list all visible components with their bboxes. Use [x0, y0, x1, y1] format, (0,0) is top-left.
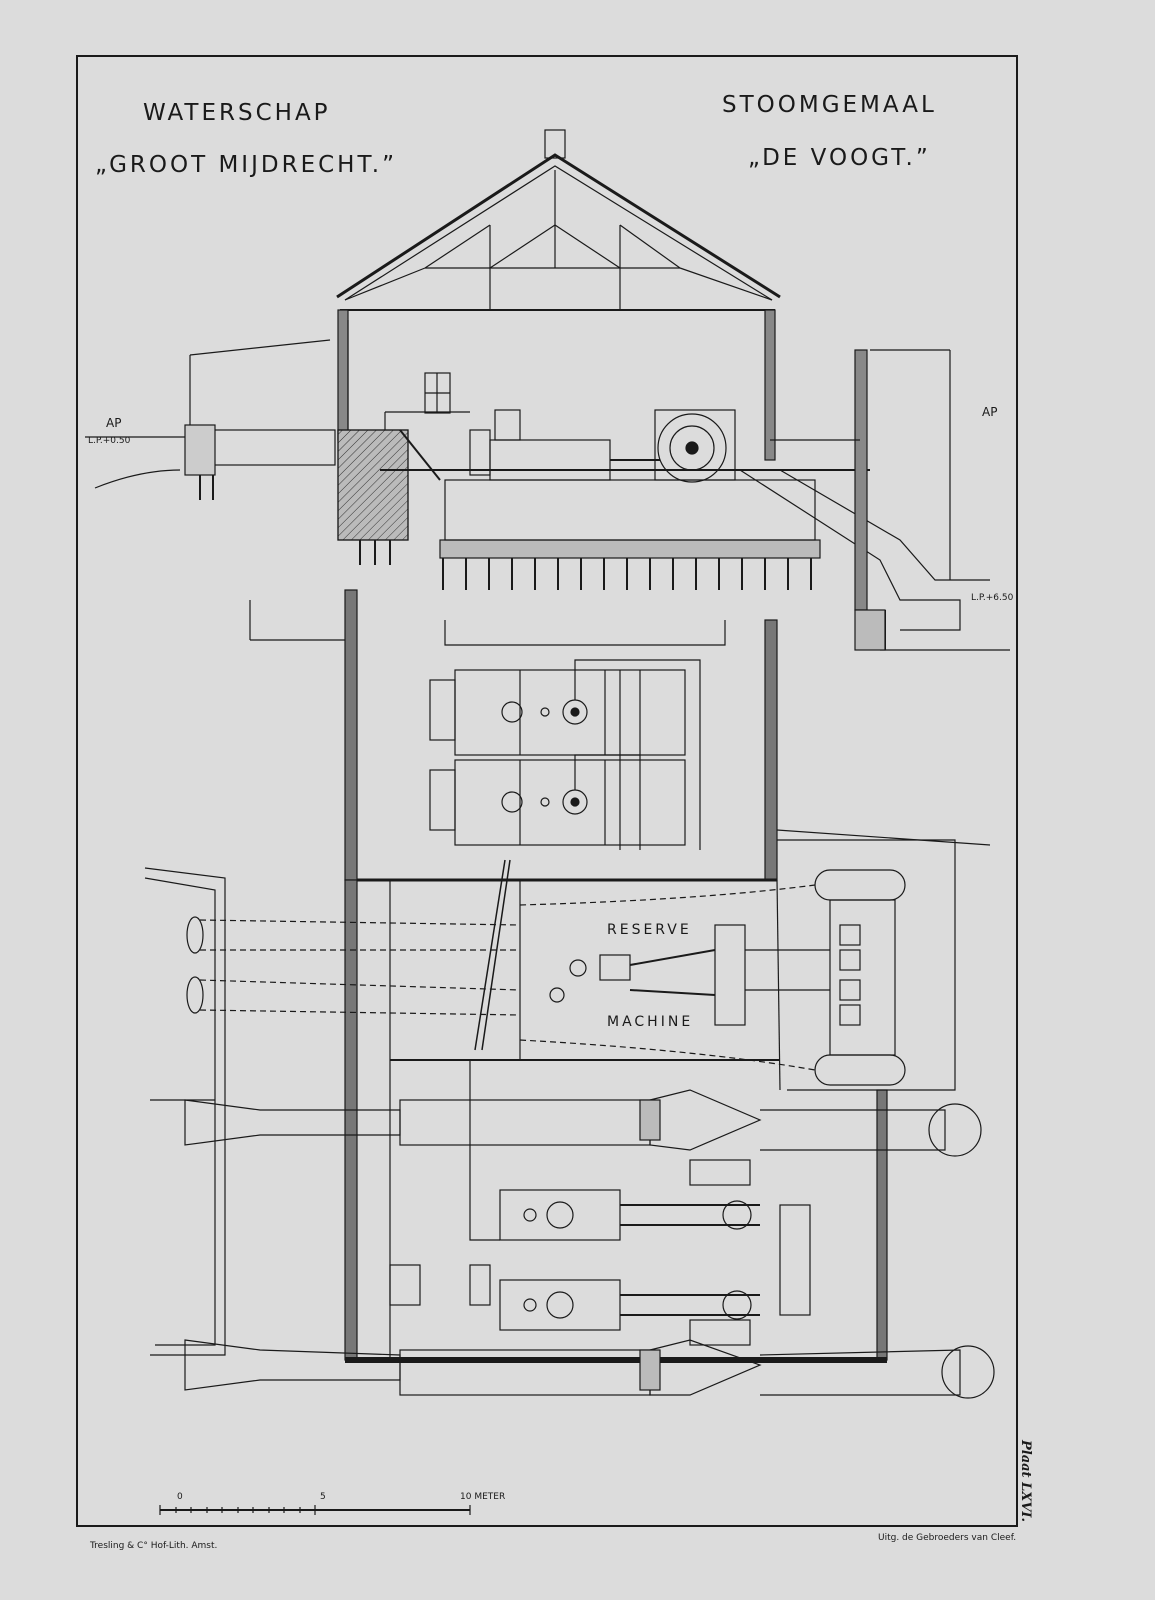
plate-number: Plaat LXVI.: [1018, 1440, 1033, 1523]
level-left-label: L.P.+0.50: [88, 436, 131, 446]
title-left-line1: WATERSCHAP: [143, 100, 331, 126]
level-right-label: L.P.+6.50: [971, 593, 1014, 603]
publisher-credit: Uitg. de Gebroeders van Cleef.: [878, 1533, 1017, 1543]
title-right-line1: STOOMGEMAAL: [722, 92, 937, 118]
ap-right-label: AP: [982, 405, 998, 419]
steam-engines: [389, 1060, 811, 1346]
drawing-frame: [76, 55, 1018, 1527]
section-view: [85, 129, 1010, 651]
scale-bar: [159, 1505, 471, 1515]
machine-label: MACHINE: [607, 1014, 694, 1030]
boilers: [429, 659, 701, 850]
printer-credit: Tresling & C° Hof-Lith. Amst.: [90, 1541, 218, 1551]
main-pumps: [184, 1089, 995, 1399]
title-right-line2: „DE VOOGT.”: [748, 145, 931, 171]
plan-view: [144, 589, 995, 1399]
title-left-line2: „GROOT MIJDRECHT.”: [95, 152, 398, 178]
reserve-label: RESERVE: [607, 922, 692, 938]
scale-tick-10: 10 METER: [460, 1492, 506, 1502]
ap-left-label: AP: [106, 416, 122, 430]
reserve-machine: [519, 869, 906, 1086]
scale-tick-0: 0: [177, 1492, 183, 1502]
scale-tick-5: 5: [320, 1492, 326, 1502]
